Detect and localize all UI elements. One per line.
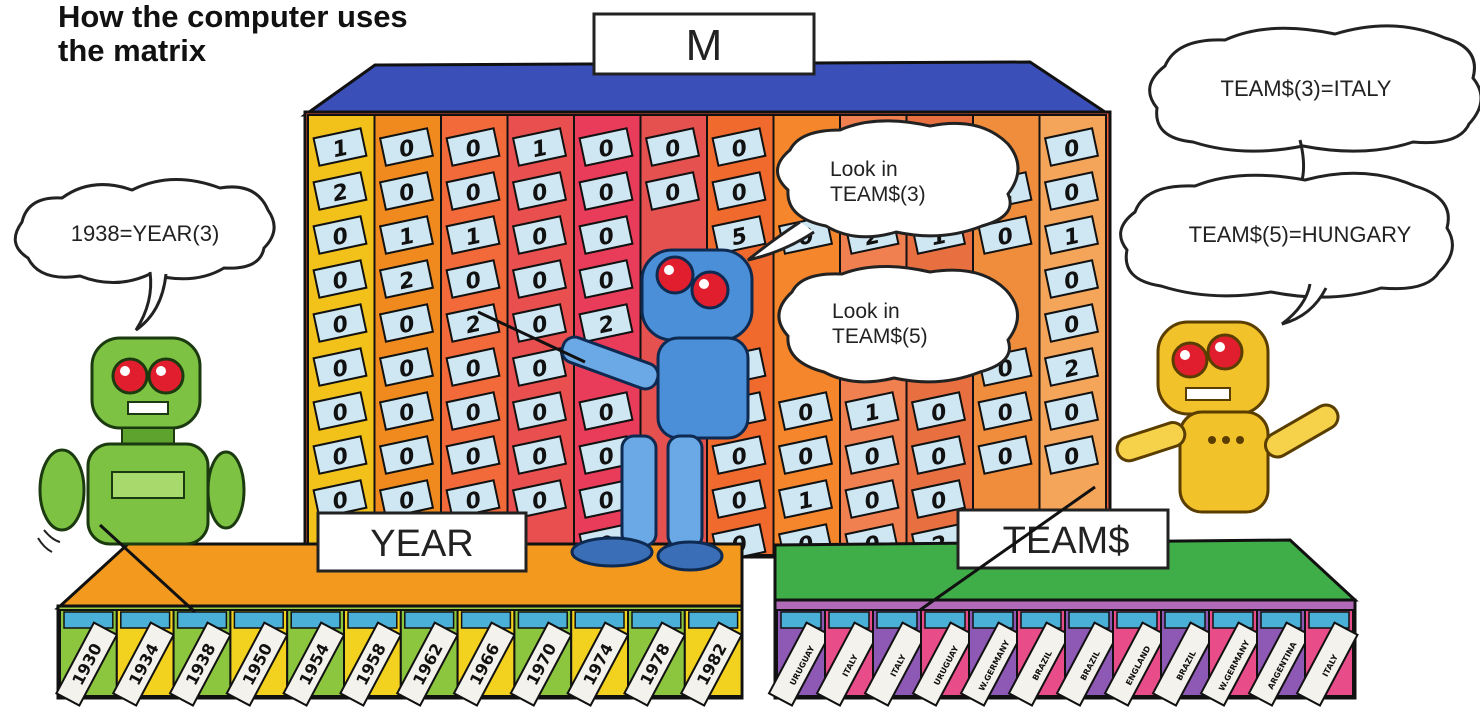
team-slots: URUGUAYITALYITALYURUGUAYW.GERMANYBRAZILB… (769, 610, 1358, 705)
store-slot-tab (925, 612, 965, 628)
store-slot-tab (1069, 612, 1109, 628)
yellow-robot-left-eye (1173, 343, 1207, 377)
store-slot-tab (1117, 612, 1157, 628)
store-slot-tab (405, 612, 454, 628)
green-robot-right-eye (149, 359, 183, 393)
store-slot-tab (632, 612, 681, 628)
green-robot-left-eye (113, 359, 147, 393)
bubble-blue-robot-2-line2: TEAM$(5) (832, 325, 928, 348)
bubble-blue-robot-2: Look in TEAM$(5) (779, 266, 1018, 381)
store-slot-tab (1021, 612, 1061, 628)
store-slot-tab (234, 612, 283, 628)
store-slot-tab (877, 612, 917, 628)
bubble-yellow-robot-2-text: TEAM$(5)=HUNGARY (1189, 222, 1412, 247)
team-label: TEAM$ (1003, 520, 1130, 562)
store-slot-tab (1213, 612, 1253, 628)
bubble-yellow-robot-2: TEAM$(5)=HUNGARY (1121, 173, 1453, 324)
bubble-green-robot-text: 1938=YEAR(3) (71, 221, 220, 246)
store-slot-tab (689, 612, 738, 628)
blue-robot-right-eye (692, 272, 728, 308)
bubble-blue-robot-1-line1: Look in (830, 158, 898, 181)
store-slot-tab (1165, 612, 1205, 628)
store-slot-tab (348, 612, 397, 628)
store-slot-tab (64, 612, 113, 628)
year-label: YEAR (370, 523, 473, 565)
year-slots: 1930193419381950195419581962196619701974… (56, 610, 741, 705)
matrix-label: M (686, 21, 723, 70)
yellow-robot-right-eye (1208, 335, 1242, 369)
store-slot-tab (973, 612, 1013, 628)
bubble-yellow-robot-1-text: TEAM$(3)=ITALY (1221, 76, 1392, 101)
store-slot-tab (291, 612, 340, 628)
store-slot-tab (518, 612, 567, 628)
store-slot-tab (781, 612, 821, 628)
blue-robot-left-eye (657, 257, 693, 293)
store-slot-tab (462, 612, 511, 628)
store-slot-tab (1261, 612, 1301, 628)
store-slot-tab (1309, 612, 1349, 628)
store-slot-tab (121, 612, 170, 628)
bubble-green-robot: 1938=YEAR(3) (15, 179, 274, 330)
bubble-yellow-robot-1: TEAM$(3)=ITALY (1150, 26, 1480, 151)
bubble-blue-robot-2-line1: Look in (832, 300, 900, 323)
motion-lines (38, 530, 60, 552)
store-slot-tab (829, 612, 869, 628)
store-slot-tab (575, 612, 624, 628)
bubble-blue-robot-1-line2: TEAM$(3) (830, 183, 926, 206)
store-slot-tab (178, 612, 227, 628)
